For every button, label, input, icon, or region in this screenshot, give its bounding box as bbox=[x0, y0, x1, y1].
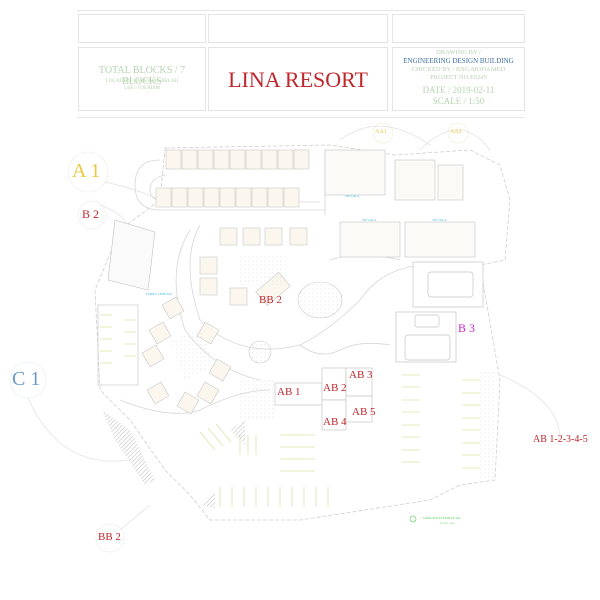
label-vip-villa-3: VIP VILLA bbox=[432, 218, 447, 222]
scale-text: SCALE / 1:50 bbox=[432, 96, 485, 106]
callout-ab3: AB 3 bbox=[349, 369, 373, 381]
callout-leaders bbox=[9, 122, 561, 553]
bb2-plaza bbox=[240, 255, 285, 285]
villa-row-top bbox=[165, 149, 310, 170]
project-no-text: PROJECT NO.E0245 bbox=[430, 74, 487, 81]
parking-bottom bbox=[199, 423, 329, 507]
callout-bb2-bottom: BB 2 bbox=[98, 531, 121, 543]
callout-c1: C 1 bbox=[12, 368, 41, 390]
total-blocks-text: TOTAL BLOCKS / 7 BLOCKS bbox=[98, 65, 186, 87]
use-text: USE / TOURISM bbox=[124, 86, 160, 91]
plan-title-marker bbox=[409, 515, 417, 523]
callout-bb2-center: BB 2 bbox=[259, 294, 282, 306]
title-block-cell-empty-center bbox=[208, 14, 388, 43]
callout-a1: A 1 bbox=[72, 160, 101, 182]
title-block-info-cell: TOTAL BLOCKS / 7 BLOCKS LOCATION/ BARKA,… bbox=[78, 47, 206, 111]
label-vip-villa: VIP VILLA bbox=[345, 194, 360, 198]
parking-right bbox=[402, 374, 480, 469]
roundabout bbox=[248, 340, 272, 364]
b2-building bbox=[107, 219, 156, 291]
ab-plaza bbox=[238, 380, 276, 420]
drawing-by-value: ENGINEERING DESIGN BUILDING bbox=[403, 57, 514, 65]
callout-b3: B 3 bbox=[458, 321, 476, 335]
title-block bbox=[77, 10, 525, 118]
label-vip-villa-2: VIP VILLA bbox=[362, 218, 377, 222]
site-boundary bbox=[94, 144, 511, 521]
label-family-vehicles: FAMILY VEHICLES bbox=[146, 292, 173, 296]
date-text: DATE / 2019-02-11 bbox=[422, 85, 495, 95]
callout-ab1: AB 1 bbox=[277, 386, 301, 398]
callout-aa1: AA1 bbox=[375, 129, 387, 135]
project-name: LINA RESORT bbox=[228, 67, 368, 92]
checked-by-text: CHICKED BY / ENG.MOHAMED bbox=[411, 66, 506, 73]
callout-b2: B 2 bbox=[82, 207, 100, 221]
callout-ab2: AB 2 bbox=[323, 382, 347, 394]
right-planting-strip bbox=[480, 370, 495, 480]
drawing-by-label: DRAWING BY / bbox=[436, 49, 481, 56]
callout-ab5: AB 5 bbox=[352, 406, 376, 418]
hatched-areas bbox=[102, 410, 245, 508]
bb2-cluster bbox=[199, 227, 308, 306]
villa-row-bottom bbox=[155, 187, 300, 208]
location-text: LOCATION/ BARKA, AL-BELAH bbox=[105, 79, 179, 84]
garden-area bbox=[297, 281, 343, 319]
callout-ab4: AB 4 bbox=[323, 416, 347, 428]
title-block-cell-empty-left bbox=[78, 14, 206, 43]
title-block-project-cell: LINA RESORT bbox=[208, 47, 388, 111]
c1-plaza bbox=[170, 330, 215, 380]
b3-buildings bbox=[395, 261, 484, 363]
ab-blocks bbox=[274, 367, 373, 431]
callout-aa2: AA2 bbox=[450, 129, 462, 135]
title-block-credits-cell: DRAWING BY / ENGINEERING DESIGN BUILDING… bbox=[392, 47, 525, 111]
label-ground-floor-plan: GROUND FLOOR PLAN bbox=[423, 516, 461, 520]
vip-villa-blocks bbox=[324, 149, 476, 258]
callout-ab-group: AB 1-2-3-4-5 bbox=[533, 434, 588, 445]
label-ground-floor-scale: SCALE 1:100 bbox=[440, 522, 455, 525]
title-block-cell-empty-right bbox=[392, 14, 525, 43]
parking-left bbox=[97, 304, 139, 386]
